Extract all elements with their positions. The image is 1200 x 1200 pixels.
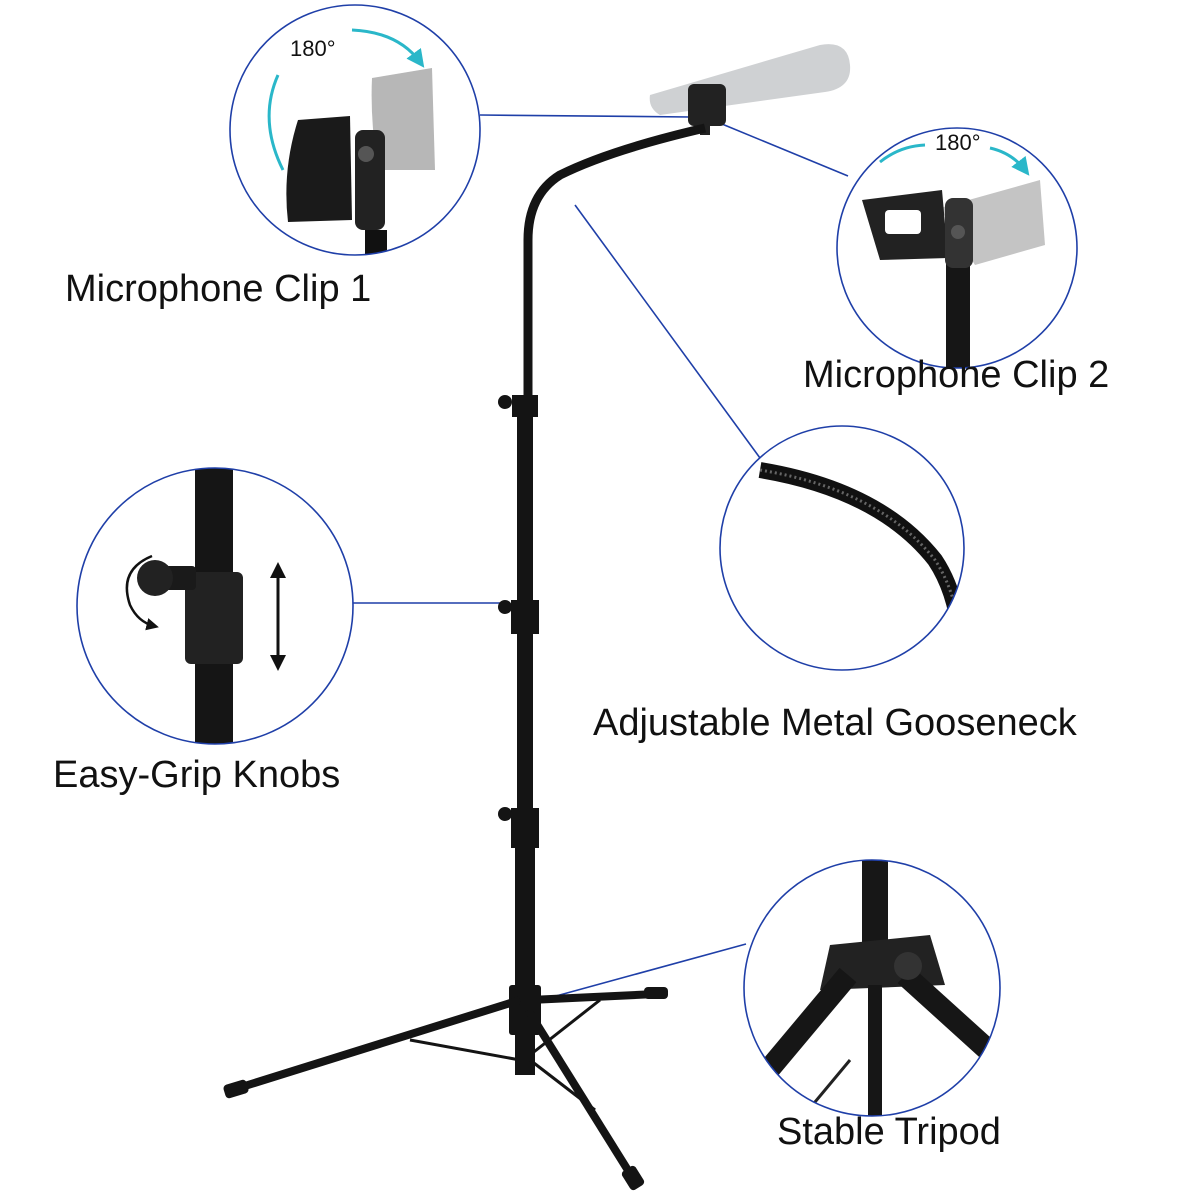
callout-line-clip1 xyxy=(479,114,691,118)
caption-microphone-clip-2: Microphone Clip 2 xyxy=(803,354,1110,396)
tripod-leg-left xyxy=(230,996,522,1094)
tripod-leg-front xyxy=(524,1007,638,1183)
detail-circle-knobs xyxy=(76,467,354,745)
rotate-arrow-icon xyxy=(989,146,1030,176)
callout-lines xyxy=(352,114,849,997)
gooseneck xyxy=(523,123,707,395)
rotate-arrow-icon xyxy=(879,143,926,164)
detail-circle-clip1: 180° xyxy=(229,4,481,256)
rotation-label: 180° xyxy=(935,130,981,155)
callout-line-gooseneck xyxy=(574,204,761,459)
stand xyxy=(223,44,851,1191)
rotate-arrow-icon xyxy=(267,74,285,171)
up-down-arrow-icon xyxy=(270,562,286,671)
detail-circle-gooseneck xyxy=(719,425,965,671)
detail-circle-clip2: 180° xyxy=(836,127,1078,369)
caption-easy-grip-knobs: Easy-Grip Knobs xyxy=(53,754,341,796)
rotate-arrow-icon xyxy=(125,554,159,631)
callout-line-clip2 xyxy=(704,116,849,177)
callout-line-tripod xyxy=(555,943,747,997)
caption-gooseneck: Adjustable Metal Gooseneck xyxy=(593,702,1077,744)
microphone xyxy=(649,44,851,115)
rotation-label: 180° xyxy=(290,36,336,61)
tripod-leg-right xyxy=(529,990,657,1004)
detail-circle-tripod xyxy=(743,859,1001,1117)
caption-microphone-clip-1: Microphone Clip 1 xyxy=(65,268,372,310)
rotate-arrow-icon xyxy=(351,28,425,68)
caption-stable-tripod: Stable Tripod xyxy=(777,1111,1001,1153)
clip-holder xyxy=(688,84,726,126)
